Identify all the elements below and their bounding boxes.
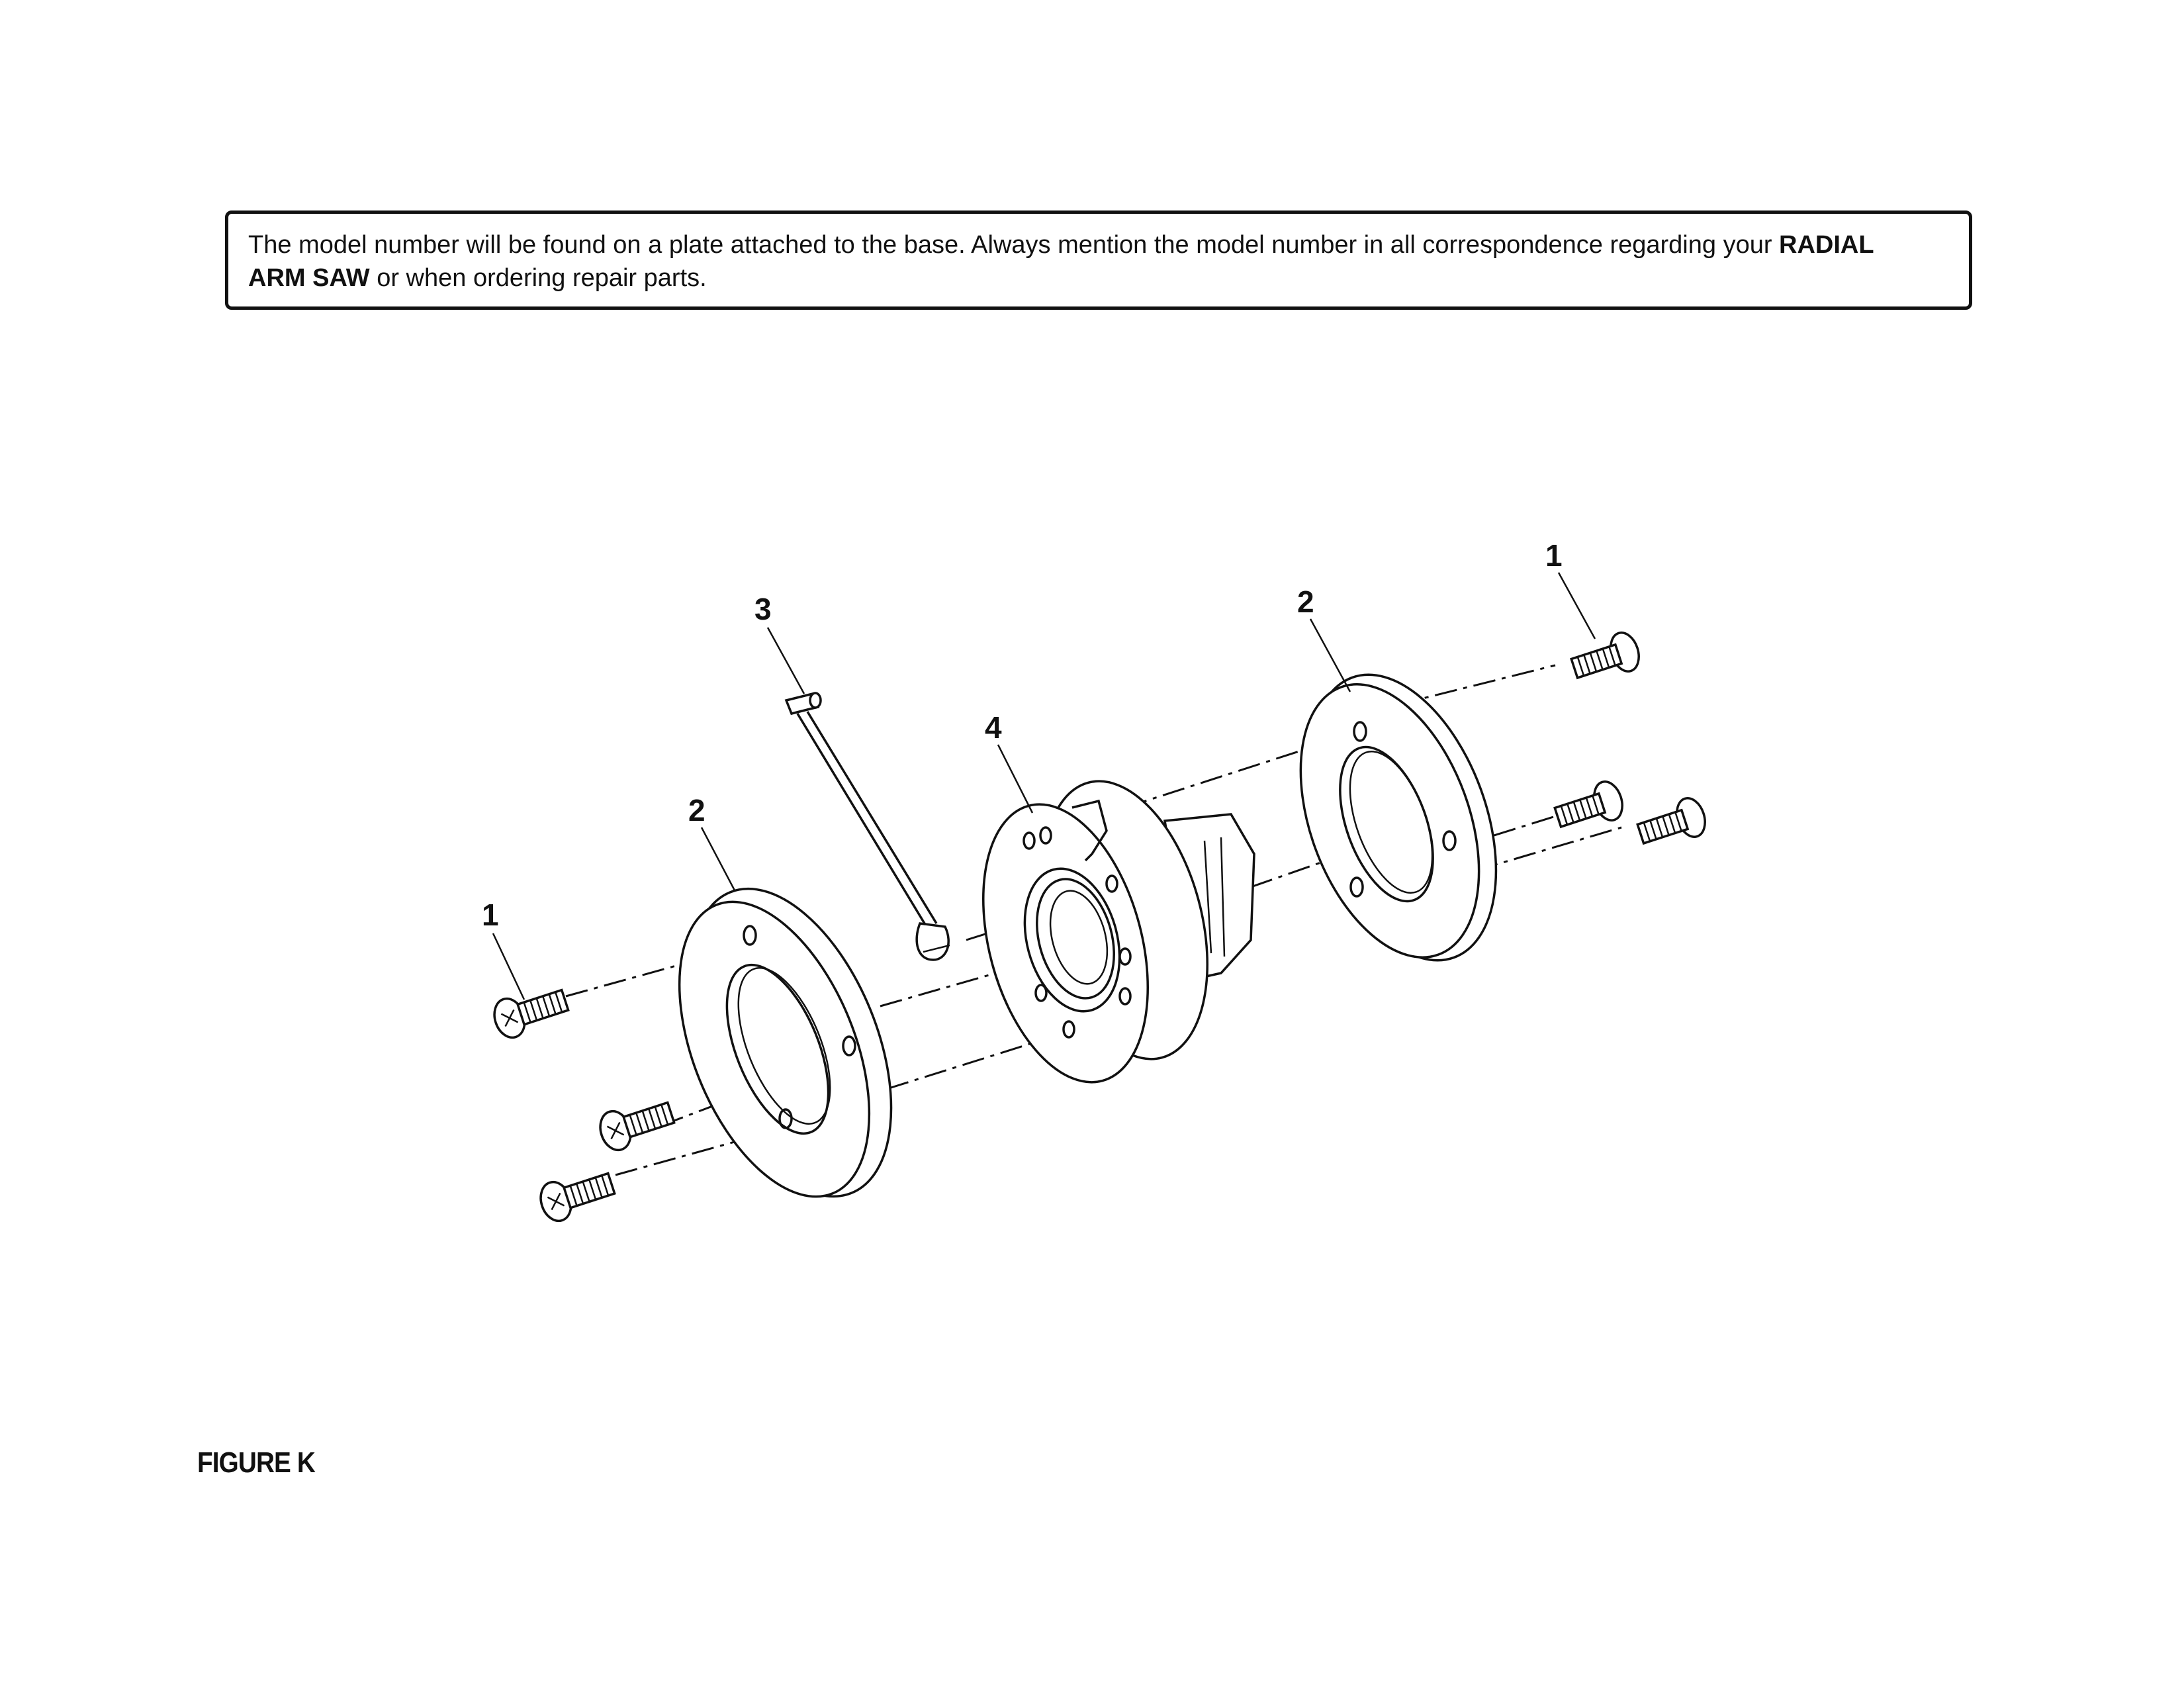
screw-left-bottom [539, 1172, 616, 1223]
callout-4: 4 [985, 710, 1002, 745]
figure-caption: FIGURE K [197, 1446, 316, 1479]
callout-2-right: 2 [1297, 585, 1314, 619]
leader-lines [492, 572, 1596, 1000]
detent-pin [784, 692, 950, 961]
left-washer [678, 887, 893, 1198]
model-number-notice: The model number will be found on a plat… [225, 211, 1972, 310]
notice-text-before: The model number will be found on a plat… [248, 231, 1780, 259]
screw-left-middle [599, 1101, 676, 1152]
callout-1-right: 1 [1545, 538, 1563, 573]
notice-bold-radial: RADIAL [1779, 231, 1874, 259]
callout-1-left: 1 [482, 898, 499, 932]
screw-left-top [493, 988, 570, 1039]
notice-bold-arm-saw: ARM SAW [248, 264, 370, 292]
callout-3: 3 [754, 592, 772, 626]
right-washer [1299, 673, 1498, 962]
screw-right-bottom [1636, 797, 1706, 845]
screw-right-top [1570, 632, 1640, 680]
screw-right-middle [1553, 780, 1623, 829]
callout-2-left: 2 [688, 793, 705, 827]
notice-text-after: or when ordering repair parts. [369, 264, 707, 292]
hub-assembly [982, 780, 1255, 1084]
